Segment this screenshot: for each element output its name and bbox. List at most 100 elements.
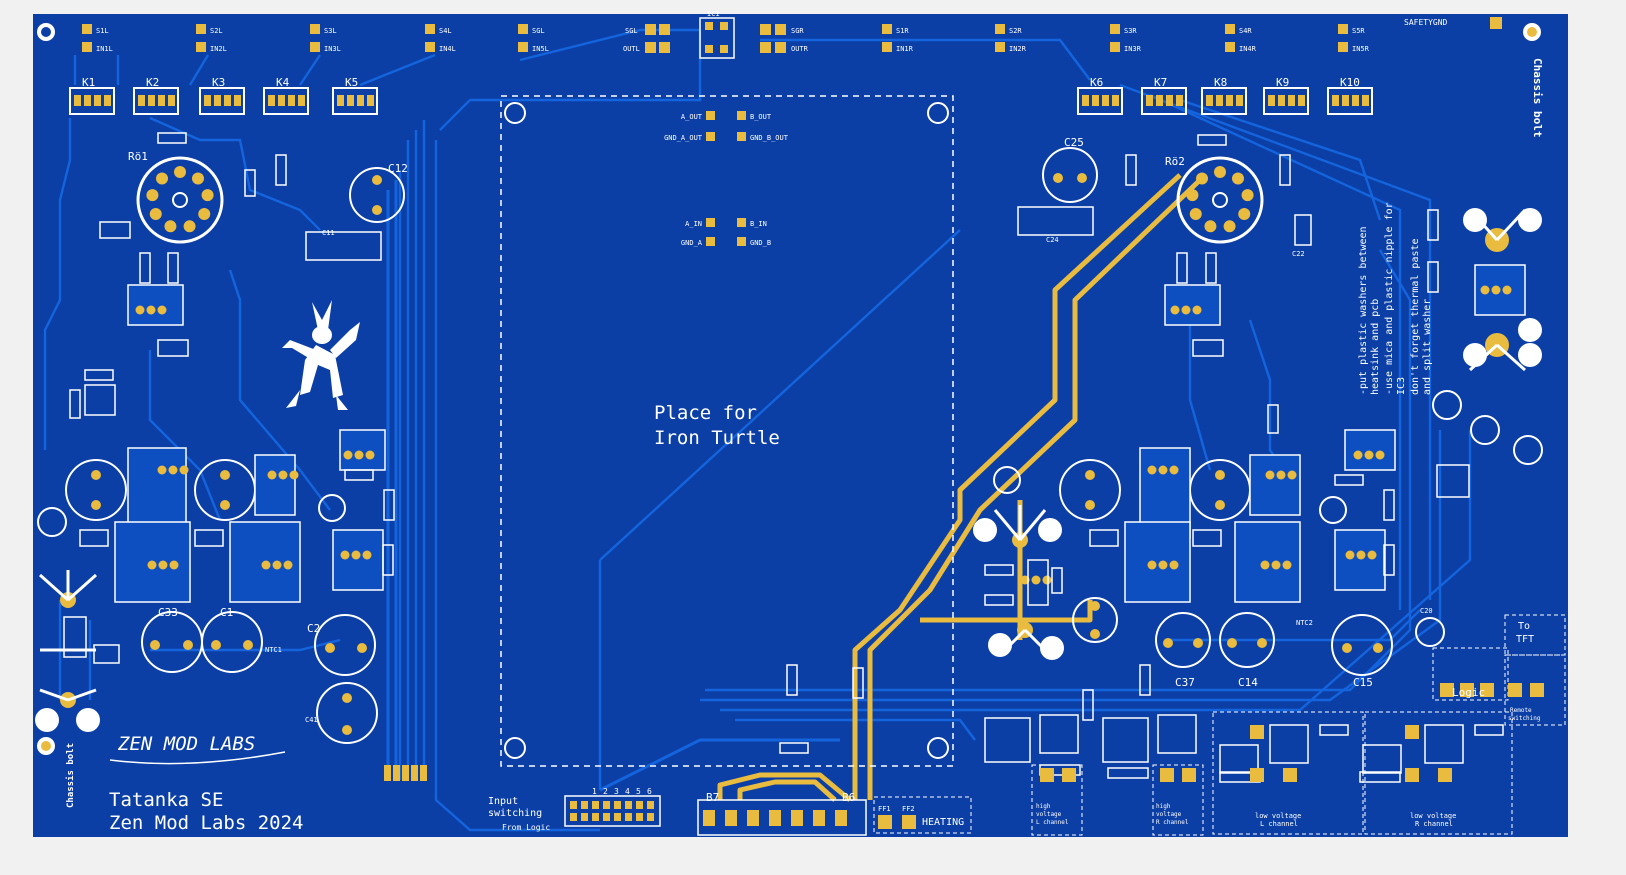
transistor-pads-row	[1147, 560, 1179, 570]
input-pad-row: S1LIN1LS2LIN2LS3LIN3LS4LIN4LSGLIN5LS1RIN…	[82, 24, 1370, 53]
conn-pin	[636, 813, 643, 821]
conn-pin	[614, 813, 621, 821]
hv-left-label-2: voltage	[1036, 811, 1062, 818]
capacitors-right	[993, 147, 1543, 676]
relay-label: K1	[82, 76, 95, 89]
transistor-pads-row	[1147, 465, 1179, 475]
transistor-pads-row	[1020, 575, 1052, 585]
board-subtitle: Zen Mod Labs 2024	[109, 812, 303, 834]
conn-pin-label: 3	[614, 787, 619, 796]
assembly-note-line: heatsink and pcb	[1370, 299, 1381, 395]
tube-pin	[146, 189, 159, 202]
lv-left-label-2: L channel	[1260, 820, 1298, 828]
heating-ff1-label: FF1	[878, 805, 891, 813]
input-pad-label: S3L	[324, 27, 337, 35]
conn-pin	[647, 801, 654, 809]
turtle-pad-label: B_OUT	[750, 113, 772, 121]
relay-label: K5	[345, 76, 358, 89]
transistor-pads-row	[267, 470, 299, 480]
conn-pin-label: 6	[647, 787, 652, 796]
cap-label-c24: C24	[1046, 236, 1059, 244]
relay-k10: K10	[1327, 76, 1373, 115]
tube-pin	[164, 220, 177, 233]
cap-label-c25: C25	[1064, 136, 1084, 149]
input-pad-label: SGL	[532, 27, 545, 35]
cap-label-c37: C37	[1175, 676, 1195, 689]
heating-ff2-label: FF2	[902, 805, 915, 813]
tube-socket-left-label: Rö1	[128, 150, 148, 163]
turtle-pad-a-in: A_IN	[685, 218, 715, 228]
lv-left-label: low voltage	[1255, 812, 1301, 820]
chassis-bolt-left-label: Chassis bolt	[65, 743, 76, 808]
bridge-b7-label: B7	[706, 791, 719, 804]
from-logic-label: From Logic	[502, 823, 550, 832]
cap-label-c2: C2	[307, 622, 320, 635]
cap-label-c14: C14	[1238, 676, 1258, 689]
transistor-pads-row	[1265, 470, 1297, 480]
outr-label: OUTR	[791, 45, 809, 53]
relay-label: K2	[146, 76, 159, 89]
conn-pin-label: 4	[625, 787, 630, 796]
turtle-pad-label: A_OUT	[681, 113, 703, 121]
hv-right-label-2: voltage	[1156, 811, 1182, 818]
tube-pin	[191, 172, 204, 185]
remote-switching-label-2: switching	[1508, 715, 1541, 722]
tube-pin	[149, 208, 162, 220]
turtle-pad-b-out: B_OUT	[737, 111, 772, 121]
input-pad-label: IN4L	[439, 45, 456, 53]
relay-k6: K6	[1077, 76, 1123, 115]
cap-label-c33: C33	[158, 606, 178, 619]
conn-pin	[614, 801, 621, 809]
tube-pin	[1186, 189, 1199, 202]
center-label-line2: Iron Turtle	[654, 427, 780, 449]
input-pad-label: IN4R	[1239, 45, 1257, 53]
transistor-pads-row	[1260, 560, 1292, 570]
cap-label-c12: C12	[388, 162, 408, 175]
conn-pin	[603, 813, 610, 821]
relay-label: K4	[276, 76, 290, 89]
tube-pin	[1196, 172, 1209, 185]
conn-pin	[581, 813, 588, 821]
transistor-pads-row	[1170, 305, 1202, 315]
transistor-pads-row	[343, 450, 375, 460]
tube-pin	[1231, 172, 1244, 185]
heating-connector: FF1 FF2 HEATING	[873, 796, 972, 834]
transistor-pads	[135, 285, 1512, 585]
input-pad-label: IN1L	[96, 45, 113, 53]
input-pad-label: S2R	[1009, 27, 1022, 35]
turtle-pad-b-in: B_IN	[737, 218, 767, 228]
tube-socket-right-label: Rö2	[1165, 155, 1185, 168]
heatsink-fins	[39, 208, 1527, 702]
conn-pin	[647, 813, 654, 821]
remote-switching-label: Remote	[1510, 707, 1532, 714]
relay-k1: K1	[69, 76, 115, 115]
turtle-pad-label: A_IN	[685, 220, 702, 228]
turtle-mount-holes	[504, 102, 949, 759]
cap-label-c1: C1	[220, 606, 233, 619]
input-pad-label: IN3R	[1124, 45, 1142, 53]
transistor-pads-row	[147, 560, 179, 570]
transistor-pads-row	[1345, 550, 1377, 560]
ntc2-label: NTC2	[1296, 619, 1313, 627]
hv-right-label: high	[1156, 803, 1171, 810]
turtle-pad-label: GND_A_OUT	[664, 134, 703, 142]
relay-k4: K4	[263, 76, 309, 115]
cap-label-c11: C11	[322, 229, 335, 237]
input-pad-label: IN1R	[896, 45, 914, 53]
zen-mod-labs-logo: ZEN MOD LABS	[109, 733, 286, 765]
tube-pin	[198, 208, 211, 220]
turtle-pad-label: GND_B_OUT	[750, 134, 789, 142]
iron-turtle-outline	[500, 95, 954, 767]
cap-label-c41: C41	[305, 716, 318, 724]
hv-left-label-3: L channel	[1036, 819, 1069, 826]
tube-pin	[183, 220, 196, 233]
